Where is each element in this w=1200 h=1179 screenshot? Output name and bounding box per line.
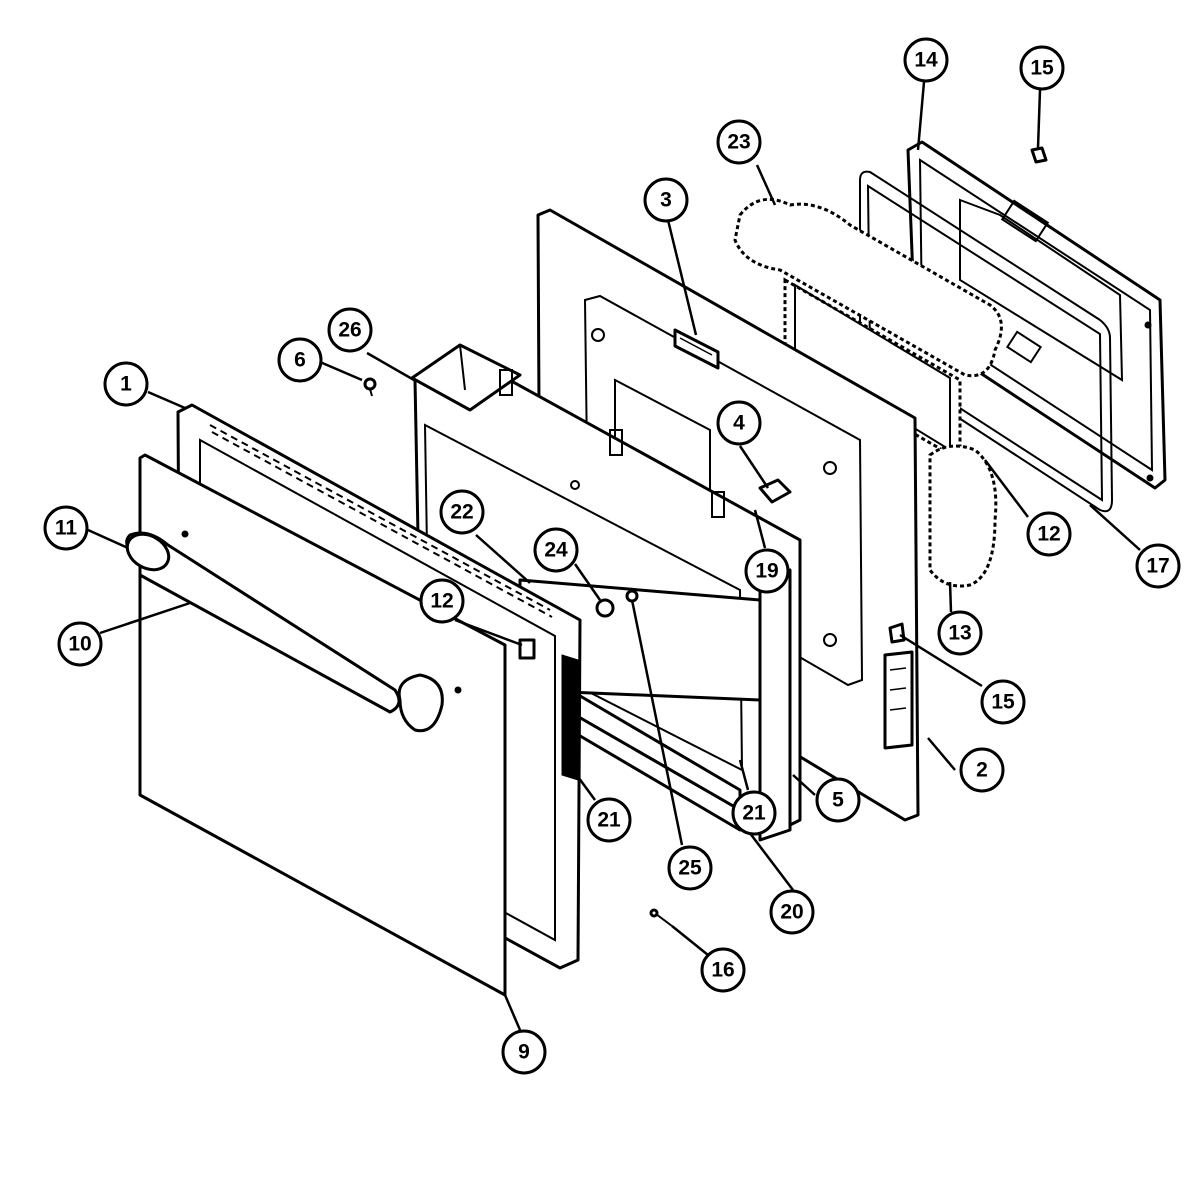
callout-14: 14	[903, 37, 949, 83]
callout-circle	[1135, 543, 1181, 589]
callout-16: 16	[700, 947, 746, 993]
callout-circle	[716, 400, 762, 446]
callout-label: 12	[1037, 523, 1060, 546]
callout-5: 5	[815, 777, 861, 823]
callout-circle	[959, 747, 1005, 793]
callout-circle	[903, 37, 949, 83]
callout-circle	[586, 797, 632, 843]
callout-label: 2	[976, 759, 988, 782]
callout-circle	[103, 361, 149, 407]
callout-label: 13	[948, 622, 971, 645]
callout-25: 25	[667, 845, 713, 891]
callout-19: 19	[744, 548, 790, 594]
callout-label: 20	[780, 901, 803, 924]
clip-15-top	[1030, 146, 1048, 164]
callout-4: 4	[716, 400, 762, 446]
callout-label: 24	[544, 539, 568, 562]
callout-circle	[327, 307, 373, 353]
callout-label: 6	[294, 349, 306, 372]
callout-circle	[731, 790, 777, 836]
screw-25	[625, 589, 639, 603]
callout-21-left: 21	[586, 797, 632, 843]
callout-13: 13	[937, 610, 983, 656]
callout-3: 3	[643, 177, 689, 223]
frame-vent-slots	[209, 424, 553, 618]
callout-label: 22	[450, 501, 473, 524]
callout-label: 25	[678, 857, 702, 880]
clip-15-mid	[888, 622, 906, 644]
callout-label: 17	[1146, 555, 1169, 578]
lower-insulation	[928, 444, 998, 588]
callout-11: 11	[43, 505, 89, 551]
door-handle	[125, 530, 462, 733]
callout-label: 23	[727, 131, 750, 154]
callout-circle	[744, 548, 790, 594]
callout-label: 16	[711, 959, 734, 982]
callout-circle	[980, 679, 1026, 725]
callout-label: 11	[55, 517, 78, 540]
callout-24: 24	[533, 527, 579, 573]
callout-circle	[700, 947, 746, 993]
callout-label: 10	[68, 633, 91, 656]
washer-24	[595, 598, 615, 618]
callout-12-front: 12	[419, 578, 465, 624]
callout-15-mid: 15	[980, 679, 1026, 725]
callout-circle	[643, 177, 689, 223]
callout-circle	[716, 119, 762, 165]
callout-circle	[769, 889, 815, 935]
callout-circle	[815, 777, 861, 823]
callout-circle	[1026, 511, 1072, 557]
callout-label: 3	[660, 189, 672, 212]
callout-10: 10	[57, 621, 103, 667]
callout-26: 26	[327, 307, 373, 353]
callout-circle	[439, 489, 485, 535]
callout-6: 6	[277, 337, 323, 383]
callout-label: 21	[597, 809, 621, 832]
callout-12-rear: 12	[1026, 511, 1072, 557]
callout-15-top: 15	[1019, 45, 1065, 91]
vent-clip	[673, 328, 720, 370]
callout-label: 15	[1030, 57, 1054, 80]
callout-circle	[1019, 45, 1065, 91]
callout-label: 9	[518, 1041, 530, 1064]
callout-label: 15	[991, 691, 1015, 714]
callout-22: 22	[439, 489, 485, 535]
callout-circle	[419, 578, 465, 624]
callout-label: 19	[755, 560, 778, 583]
callout-label: 5	[832, 789, 844, 812]
callout-label: 4	[733, 412, 745, 435]
callout-23: 23	[716, 119, 762, 165]
callout-21-right: 21	[731, 790, 777, 836]
callout-label: 14	[914, 49, 938, 72]
callout-1: 1	[103, 361, 149, 407]
callout-label: 26	[338, 319, 361, 342]
callout-circle	[43, 505, 89, 551]
callout-circle	[501, 1029, 547, 1075]
callout-circle	[937, 610, 983, 656]
callout-20: 20	[769, 889, 815, 935]
callout-label: 12	[430, 590, 453, 613]
callout-circle	[667, 845, 713, 891]
callout-label: 21	[742, 802, 766, 825]
screw-16	[649, 908, 673, 927]
callout-circle	[277, 337, 323, 383]
screw-6	[363, 377, 377, 397]
callout-circle	[57, 621, 103, 667]
callout-9: 9	[501, 1029, 547, 1075]
upper-insulation	[733, 197, 1003, 463]
callout-2: 2	[959, 747, 1005, 793]
callout-circle	[533, 527, 579, 573]
callout-label: 1	[120, 373, 132, 396]
leader-lines	[87, 81, 1141, 1031]
callout-17: 17	[1135, 543, 1181, 589]
